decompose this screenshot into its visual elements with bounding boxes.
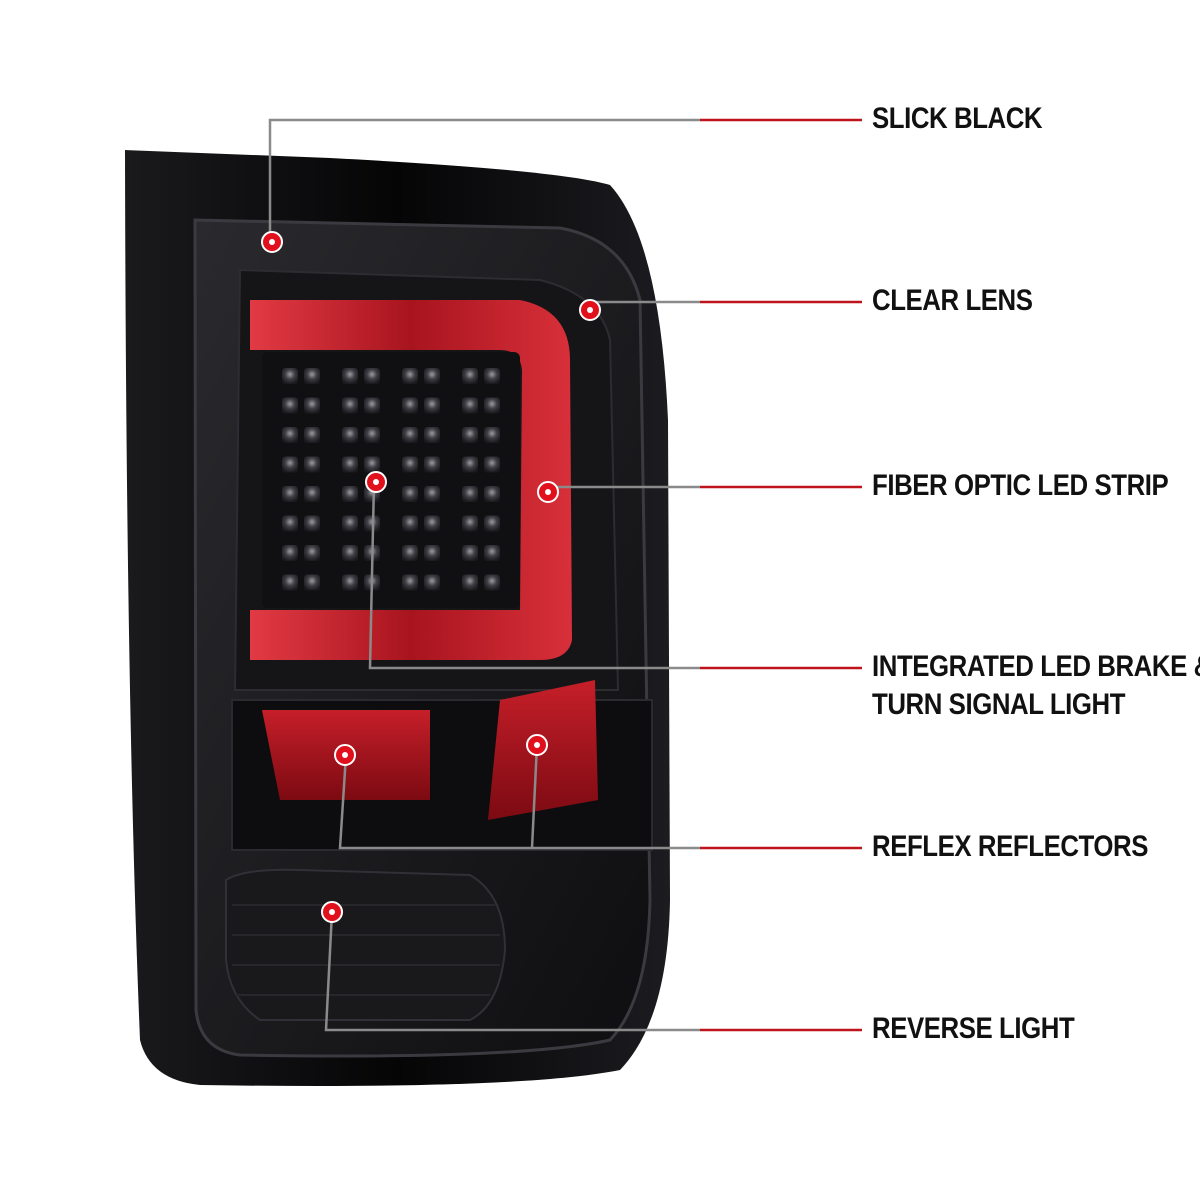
dot-highlight bbox=[373, 479, 379, 485]
led-chip bbox=[402, 456, 418, 473]
led-chip bbox=[484, 574, 500, 591]
label-slick-black: SLICK BLACK bbox=[872, 102, 1043, 135]
led-chip bbox=[304, 486, 320, 502]
led-chip bbox=[364, 397, 380, 414]
led-chip bbox=[484, 368, 500, 384]
led-chip bbox=[342, 368, 358, 384]
leader-integrated-gray bbox=[368, 481, 700, 670]
led-chip bbox=[462, 515, 478, 532]
led-chip bbox=[484, 397, 500, 414]
led-array-panel bbox=[262, 352, 520, 608]
callout-dots bbox=[261, 231, 601, 923]
led-chip bbox=[282, 456, 298, 473]
led-grid bbox=[282, 368, 500, 591]
led-chip bbox=[402, 515, 418, 532]
led-chip bbox=[282, 427, 298, 443]
leader-slick-black-gray bbox=[268, 118, 700, 240]
label-fiber-optic-led-strip: FIBER OPTIC LED STRIP bbox=[872, 469, 1169, 502]
led-chip bbox=[282, 574, 298, 591]
leader-reflex-right-gray bbox=[530, 744, 539, 849]
led-chip bbox=[402, 427, 418, 443]
led-chip bbox=[364, 456, 380, 473]
label-clear-lens: CLEAR LENS bbox=[872, 284, 1033, 317]
led-chip bbox=[402, 486, 418, 502]
led-chip bbox=[282, 486, 298, 502]
led-chip bbox=[424, 427, 440, 443]
led-chip bbox=[282, 545, 298, 561]
label-integrated-line1: INTEGRATED LED BRAKE & bbox=[872, 650, 1200, 683]
dot-highlight bbox=[329, 909, 335, 915]
leader-reverse-gray bbox=[324, 911, 700, 1032]
led-chip bbox=[364, 427, 380, 443]
led-chip bbox=[304, 456, 320, 473]
led-chip bbox=[304, 515, 320, 532]
led-chip bbox=[424, 397, 440, 414]
led-chip bbox=[424, 515, 440, 532]
led-chip bbox=[424, 545, 440, 561]
led-chip bbox=[484, 456, 500, 473]
label-reverse-light: REVERSE LIGHT bbox=[872, 1012, 1075, 1045]
led-chip bbox=[424, 456, 440, 473]
led-chip bbox=[402, 545, 418, 561]
led-chip bbox=[424, 368, 440, 384]
led-chip bbox=[462, 545, 478, 561]
led-chip bbox=[342, 545, 358, 561]
led-chip bbox=[342, 427, 358, 443]
led-chip bbox=[342, 397, 358, 414]
dot-highlight bbox=[342, 752, 348, 758]
dot-highlight bbox=[545, 489, 551, 495]
led-chip bbox=[424, 486, 440, 502]
led-chip bbox=[484, 486, 500, 502]
label-integrated-led-brake: INTEGRATED LED BRAKE & TURN SIGNAL LIGHT bbox=[872, 648, 1200, 724]
dot-highlight bbox=[269, 239, 275, 245]
led-chip bbox=[462, 397, 478, 414]
led-chip bbox=[342, 456, 358, 473]
led-chip bbox=[304, 397, 320, 414]
led-chip bbox=[304, 545, 320, 561]
led-chip bbox=[484, 545, 500, 561]
led-chip bbox=[462, 456, 478, 473]
led-chip bbox=[424, 574, 440, 591]
led-chip bbox=[484, 427, 500, 443]
fiber-optic-led-strip bbox=[250, 300, 572, 660]
led-chip bbox=[304, 427, 320, 443]
reverse-light-lens bbox=[225, 868, 507, 1021]
dot-highlight bbox=[587, 307, 593, 313]
reverse-light-ribs bbox=[232, 904, 500, 996]
dot-highlight bbox=[534, 742, 540, 748]
label-reflex-reflectors: REFLEX REFLECTORS bbox=[872, 830, 1149, 863]
led-chip bbox=[282, 368, 298, 384]
label-integrated-line2: TURN SIGNAL LIGHT bbox=[872, 688, 1126, 721]
led-chip bbox=[462, 574, 478, 591]
led-chip bbox=[462, 427, 478, 443]
led-chip bbox=[364, 368, 380, 384]
led-chip bbox=[282, 397, 298, 414]
led-chip bbox=[462, 486, 478, 502]
leader-reflex-left-gray bbox=[338, 754, 700, 850]
led-chip bbox=[402, 574, 418, 591]
led-chip bbox=[342, 574, 358, 591]
led-chip bbox=[484, 515, 500, 532]
led-chip bbox=[342, 515, 358, 532]
led-chip bbox=[282, 515, 298, 532]
led-chip bbox=[402, 397, 418, 414]
led-chip bbox=[402, 368, 418, 384]
led-chip bbox=[304, 368, 320, 384]
led-chip bbox=[462, 368, 478, 384]
led-chip bbox=[304, 574, 320, 591]
led-chip bbox=[342, 486, 358, 502]
